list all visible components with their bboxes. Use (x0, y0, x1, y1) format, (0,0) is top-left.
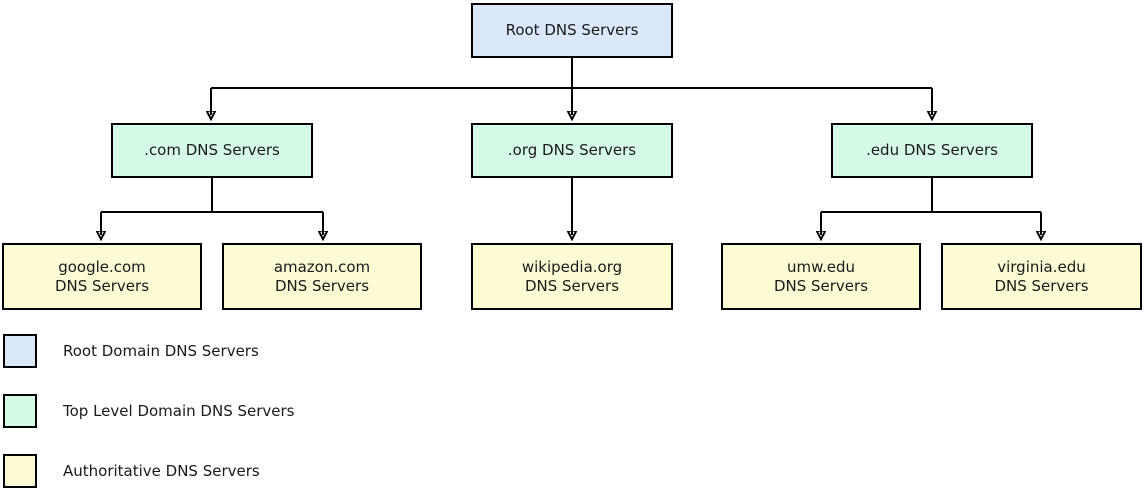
legend-label-authoritative: Authoritative DNS Servers (63, 462, 260, 480)
legend-swatch-top-level-domain (3, 394, 37, 428)
node-wikipedia-dns-servers[interactable]: wikipedia.org DNS Servers (471, 243, 673, 310)
node-umw-dns-servers[interactable]: umw.edu DNS Servers (721, 243, 921, 310)
node-virginia-dns-servers[interactable]: virginia.edu DNS Servers (941, 243, 1142, 310)
legend-item-top-level-domain: Top Level Domain DNS Servers (3, 394, 294, 428)
node-org-dns-servers[interactable]: .org DNS Servers (471, 123, 673, 178)
legend-label-top-level-domain: Top Level Domain DNS Servers (63, 402, 295, 420)
node-amazon-dns-servers[interactable]: amazon.com DNS Servers (222, 243, 422, 310)
node-google-dns-servers[interactable]: google.com DNS Servers (2, 243, 202, 310)
node-root-dns-servers[interactable]: Root DNS Servers (471, 3, 673, 58)
legend-label-root-domain: Root Domain DNS Servers (63, 342, 259, 360)
legend-swatch-authoritative (3, 454, 37, 488)
legend-swatch-root-domain (3, 334, 37, 368)
legend-item-root-domain: Root Domain DNS Servers (3, 334, 259, 368)
legend: Root Domain DNS Servers Top Level Domain… (0, 325, 1145, 495)
legend-item-authoritative: Authoritative DNS Servers (3, 454, 260, 488)
node-edu-dns-servers[interactable]: .edu DNS Servers (831, 123, 1033, 178)
node-com-dns-servers[interactable]: .com DNS Servers (111, 123, 313, 178)
